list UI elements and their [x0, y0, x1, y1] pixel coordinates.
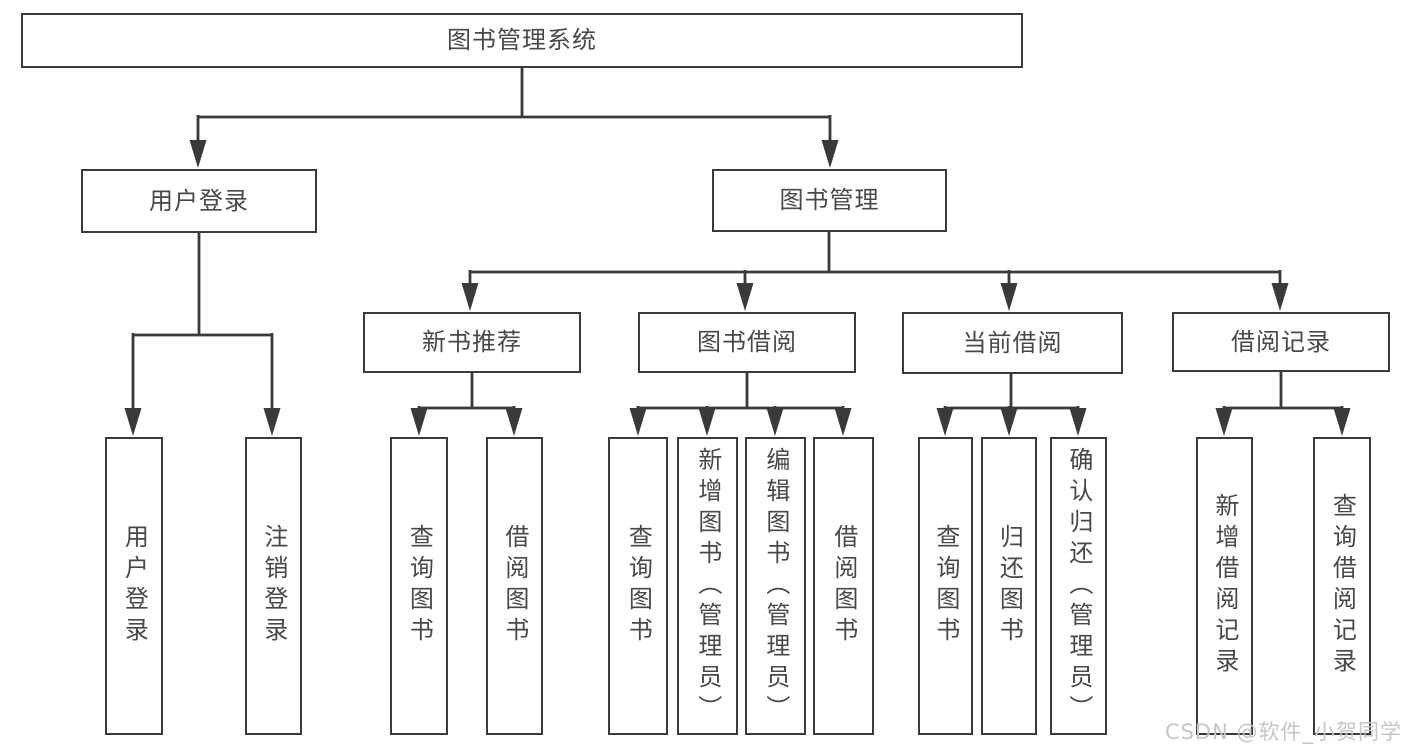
edge-user-login-fork: [131, 232, 274, 410]
arrowhead: [1000, 408, 1018, 436]
arrowhead: [1271, 283, 1289, 311]
node-book-management: 图书管理: [712, 169, 947, 232]
node-borrow-books-2: 借阅图书: [813, 437, 874, 735]
arrowhead: [1000, 283, 1018, 311]
node-user-login-leaf: 用户登录: [105, 437, 163, 735]
arrowhead: [936, 408, 954, 436]
arrowhead: [1215, 408, 1233, 436]
arrowhead: [1333, 408, 1351, 436]
edge-current-borrow-fork: [943, 373, 1080, 412]
arrowhead: [629, 408, 647, 436]
arrowhead: [410, 408, 428, 436]
node-root: 图书管理系统: [21, 13, 1023, 68]
edge-new-book-fork: [417, 372, 516, 412]
node-borrow-books-1: 借阅图书: [486, 437, 543, 735]
arrowhead: [263, 408, 281, 436]
node-add-book-admin: 新增图书（管理员）: [677, 437, 738, 735]
node-book-borrowing: 图书借阅: [638, 312, 856, 373]
arrowhead: [698, 408, 716, 436]
arrowhead: [189, 140, 207, 168]
arrowhead: [736, 283, 754, 311]
arrowhead: [1069, 408, 1087, 436]
edge-book-mgmt-fork: [468, 231, 1282, 286]
edge-book-borrow-fork: [636, 372, 845, 412]
arrowhead: [821, 140, 839, 168]
node-borrowing-records: 借阅记录: [1172, 312, 1390, 372]
node-query-books-3: 查询图书: [918, 437, 973, 735]
node-new-book-recommend: 新书推荐: [363, 312, 581, 373]
node-user-login: 用户登录: [81, 169, 317, 233]
arrowhead: [461, 283, 479, 311]
node-query-books-1: 查询图书: [390, 437, 448, 735]
node-logout: 注销登录: [245, 437, 302, 735]
node-return-books: 归还图书: [981, 437, 1037, 735]
node-confirm-return-admin: 确认归还（管理员）: [1050, 437, 1107, 735]
watermark: CSDN @软件_小贺同学: [1164, 720, 1402, 744]
edge-borrow-record-fork: [1222, 372, 1344, 412]
arrowhead: [124, 408, 142, 436]
edge-root-fork: [196, 67, 832, 143]
arrowhead: [505, 408, 523, 436]
node-edit-book-admin: 编辑图书（管理员）: [745, 437, 806, 735]
node-query-books-2: 查询图书: [608, 437, 668, 735]
node-add-borrow-record: 新增借阅记录: [1196, 437, 1253, 735]
node-current-borrowing: 当前借阅: [902, 312, 1123, 374]
arrowhead: [766, 408, 784, 436]
node-query-borrow-record: 查询借阅记录: [1313, 437, 1371, 735]
arrowhead: [834, 408, 852, 436]
